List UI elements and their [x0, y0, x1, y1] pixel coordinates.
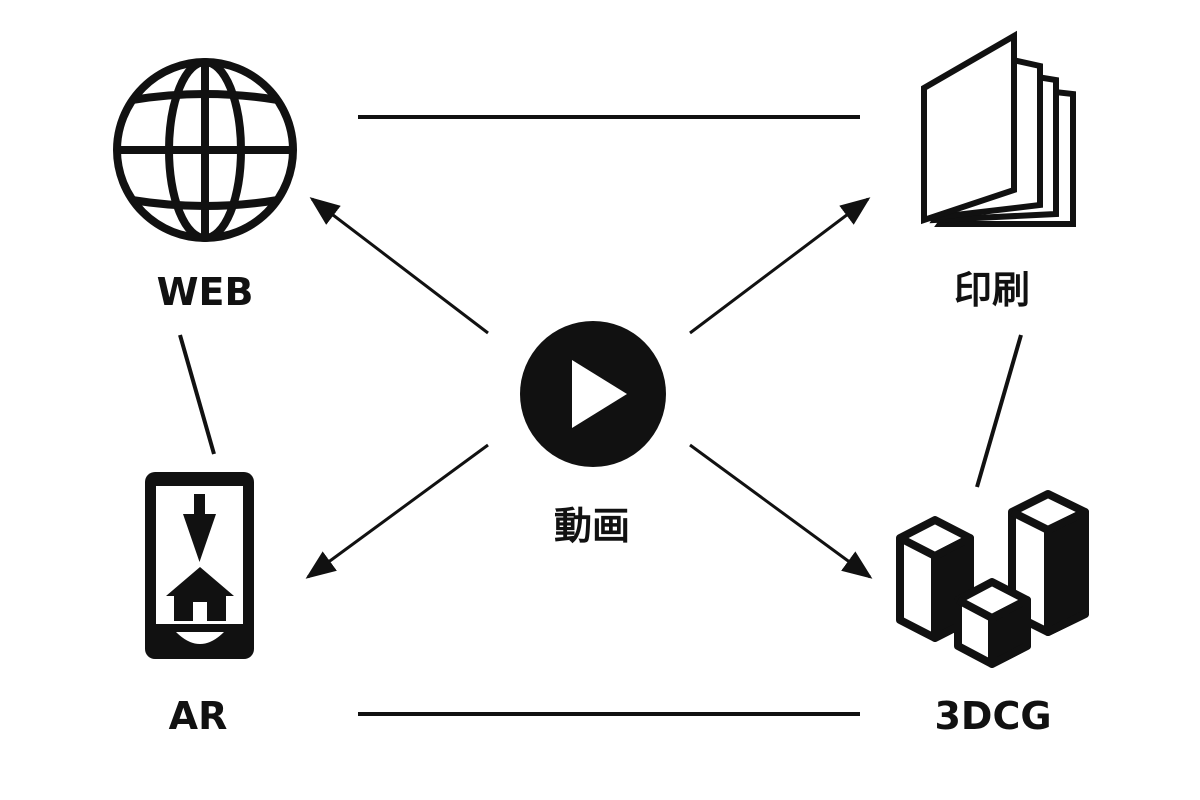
- smartphone-ar-icon: [145, 472, 254, 659]
- globe-icon: [113, 58, 297, 242]
- play-icon: [520, 321, 666, 467]
- node-label-web: WEB: [156, 270, 254, 314]
- arrow-video-web: [309, 197, 489, 335]
- arrow-video-ar: [305, 443, 489, 579]
- edge-print-3dcg: [975, 334, 1023, 488]
- node-label-video: 動画: [553, 504, 630, 548]
- arrow-video-3dcg: [689, 443, 873, 579]
- node-label-print: 印刷: [953, 268, 1030, 312]
- arrow-video-print: [689, 197, 871, 335]
- 3d-blocks-icon: [896, 490, 1089, 668]
- book-icon: [921, 30, 1076, 227]
- node-label-ar: AR: [168, 694, 228, 738]
- node-label-3dcg: 3DCG: [934, 694, 1052, 738]
- edge-web-ar: [178, 334, 216, 455]
